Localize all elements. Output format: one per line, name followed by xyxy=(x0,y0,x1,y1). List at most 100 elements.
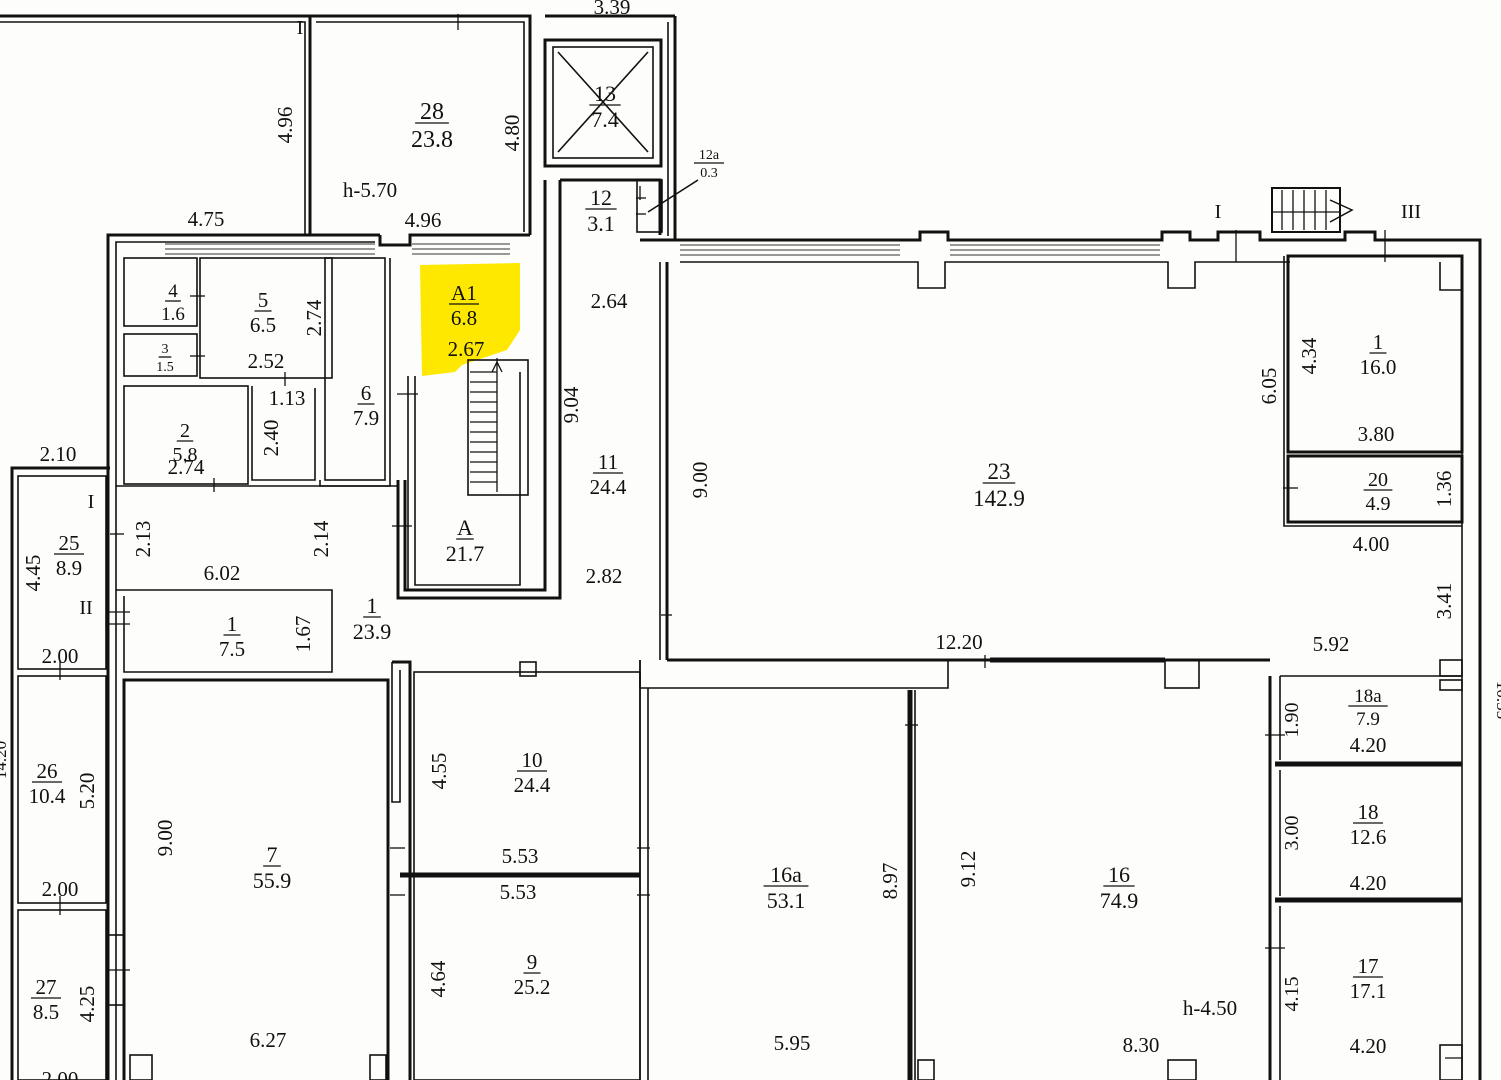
dimension-420c: 4.20 xyxy=(1350,1034,1387,1058)
section-mark-i-corner: I xyxy=(297,17,304,39)
room-number: 12a xyxy=(699,148,720,163)
dimension-213: 2.13 xyxy=(131,521,155,558)
room-label-r27: 278.5 xyxy=(30,975,62,1024)
dimension-480: 4.80 xyxy=(500,115,524,152)
dimension-627: 6.27 xyxy=(250,1028,287,1052)
room-number: 23 xyxy=(988,459,1011,484)
room-area: 17.1 xyxy=(1350,979,1387,1003)
room-label-r1a: 123.9 xyxy=(353,593,392,644)
room-number: 1 xyxy=(227,612,238,636)
room-area: 24.4 xyxy=(590,475,627,499)
dimension-267: 2.67 xyxy=(448,337,485,361)
room-area: 7.5 xyxy=(219,637,245,661)
room-area: 23.8 xyxy=(411,127,453,153)
dimension-605: 6.05 xyxy=(1257,368,1281,405)
stairs xyxy=(470,358,503,492)
entrance-arrow xyxy=(1329,199,1354,223)
dimension-190: 1.90 xyxy=(1281,703,1303,738)
highlighted-room-a1 xyxy=(420,263,520,376)
dimension-445: 4.45 xyxy=(21,555,45,592)
dimension-520: 5.20 xyxy=(75,773,99,810)
dimension-425: 4.25 xyxy=(75,986,99,1023)
dimension-830: 8.30 xyxy=(1123,1033,1160,1057)
dimension-341: 3.41 xyxy=(1432,583,1456,620)
dimension-602: 6.02 xyxy=(204,561,241,585)
room-label-r2: 25.8 xyxy=(173,420,198,466)
room-number: 27 xyxy=(36,975,57,999)
room-area: 8.5 xyxy=(33,1000,59,1024)
dimension-455: 4.55 xyxy=(427,753,451,790)
room-area: 5.8 xyxy=(173,444,198,466)
dimension-200a: 2.00 xyxy=(42,644,79,668)
room-number: 26 xyxy=(37,759,58,783)
room-area: 7.9 xyxy=(353,406,379,430)
room-number: 5 xyxy=(258,288,269,312)
room-label-r6: 67.9 xyxy=(353,381,379,430)
room-label-r13: 137.4 xyxy=(589,81,621,132)
dimension-1220: 12.20 xyxy=(935,630,982,654)
dimension-210: 2.10 xyxy=(40,442,77,466)
room-label-r5: 56.5 xyxy=(250,288,276,337)
dimension-274h: 2.74 xyxy=(168,455,205,479)
room-area: 21.7 xyxy=(446,541,485,566)
room-number: 3 xyxy=(162,342,169,357)
room-number: 17 xyxy=(1358,954,1379,978)
room-label-r9: 925.2 xyxy=(514,950,551,999)
room-number: 16a xyxy=(770,862,802,887)
dimension-400: 4.00 xyxy=(1353,532,1390,556)
dimension-496h: 4.96 xyxy=(405,208,442,232)
room-area: 7.4 xyxy=(591,107,619,132)
stair-arrow xyxy=(491,360,503,373)
room-area: 24.4 xyxy=(514,773,551,797)
dimension-420a: 4.20 xyxy=(1350,733,1387,757)
room-area: 3.1 xyxy=(587,211,615,236)
room-number: 2 xyxy=(180,420,190,442)
room-number: 7 xyxy=(267,842,278,867)
dimension-1055: 10.55 xyxy=(1493,681,1501,719)
room-area: 4.9 xyxy=(1366,493,1391,515)
room-number: 4 xyxy=(168,281,178,302)
dimension-214: 2.14 xyxy=(309,520,333,557)
section-mark-ii-left: II xyxy=(79,597,92,619)
dimension-h450: h-4.50 xyxy=(1183,996,1237,1020)
room-number: A1 xyxy=(451,281,477,305)
room-area: 16.0 xyxy=(1360,355,1397,379)
dimension-496v: 4.96 xyxy=(273,107,297,144)
dimension-282: 2.82 xyxy=(586,564,623,588)
dimension-380: 3.80 xyxy=(1358,422,1395,446)
room-label-r7: 755.9 xyxy=(253,842,292,893)
dimension-553a: 5.53 xyxy=(502,844,539,868)
dimension-h570: h-5.70 xyxy=(343,178,397,202)
room-label-r3: 31.5 xyxy=(156,342,174,375)
dimension-900a: 9.00 xyxy=(688,462,712,499)
room-number: 20 xyxy=(1368,469,1388,491)
dimension-200b: 2.00 xyxy=(42,877,79,901)
dimension-900b: 9.00 xyxy=(153,820,177,857)
dimension-1420: 14.20 xyxy=(0,741,10,779)
section-mark-i-left: I xyxy=(88,491,95,513)
dimension-240: 2.40 xyxy=(259,420,283,457)
dimension-274v: 2.74 xyxy=(302,299,326,336)
dimension-167: 1.67 xyxy=(291,616,315,653)
dimension-912: 9.12 xyxy=(956,851,980,888)
room-number: 12 xyxy=(590,185,612,210)
room-number: 13 xyxy=(594,81,616,106)
dimension-464: 4.64 xyxy=(426,960,450,997)
room-area: 8.9 xyxy=(56,556,82,580)
dimension-252: 2.52 xyxy=(248,349,285,373)
walls xyxy=(0,14,1482,1080)
room-area: 53.1 xyxy=(767,888,806,913)
dimension-113: 1.13 xyxy=(269,386,306,410)
